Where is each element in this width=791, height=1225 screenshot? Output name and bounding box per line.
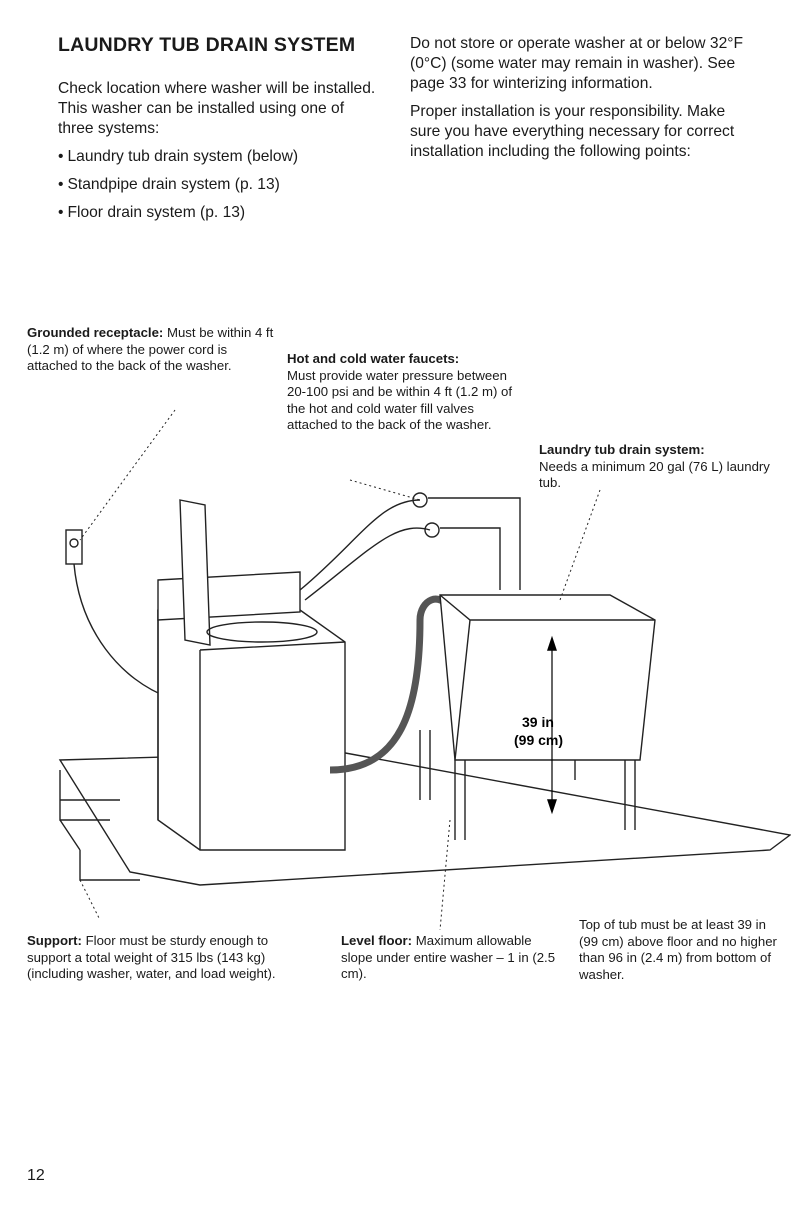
callout-label: Level floor:: [341, 933, 413, 948]
list-item: •Laundry tub drain system (below): [58, 147, 378, 167]
leader-support: [79, 879, 101, 921]
callout-text: Floor must be sturdy enough to support a…: [27, 933, 276, 981]
washer-lid: [179, 499, 211, 646]
washer-control-panel: [157, 571, 301, 621]
section-title: LAUNDRY TUB DRAIN SYSTEM: [58, 34, 356, 56]
bullet: •: [58, 204, 64, 221]
right-column: Do not store or operate washer at or bel…: [410, 34, 750, 170]
leader-faucets: [349, 479, 421, 501]
installation-responsibility: Proper installation is your responsibili…: [410, 103, 735, 160]
list-item: •Standpipe drain system (p. 13): [58, 175, 378, 195]
callout-laundry-tub-drain: Laundry tub drain system: Needs a minimu…: [539, 442, 779, 492]
washer-body: [157, 609, 346, 851]
hot-faucet-icon: [412, 492, 428, 508]
washer-edges: [157, 610, 346, 850]
callout-water-faucets: Hot and cold water faucets: Must provide…: [287, 351, 527, 434]
callout-text: Must be within 4 ft (1.2 m) of where the…: [27, 325, 274, 373]
bullet: •: [58, 148, 64, 165]
washer-tub-opening: [206, 621, 318, 643]
laundry-tub-legs: [419, 730, 636, 840]
callout-label: Laundry tub drain system:: [539, 442, 705, 457]
laundry-tub: [439, 594, 656, 761]
water-supply-pipes: [428, 497, 521, 590]
systems-list: •Laundry tub drain system (below) •Stand…: [58, 147, 378, 223]
outlet-icon: [69, 538, 79, 548]
page-number: 12: [27, 1167, 45, 1184]
callout-label: Support:: [27, 933, 82, 948]
dimension-label-in: 39 in: [522, 714, 554, 730]
callout-tub-top-height: Top of tub must be at least 39 in (99 cm…: [579, 917, 779, 983]
cold-faucet-icon: [424, 522, 440, 538]
dimension-label-cm: (99 cm): [514, 732, 563, 748]
power-cord: [73, 563, 171, 699]
washer-installation-illustration: 39 in (99 cm): [58, 409, 791, 931]
callout-text: Must provide water pressure between 20-1…: [287, 367, 513, 433]
list-item-text: Laundry tub drain system (below): [67, 148, 299, 165]
dimension-arrows: [547, 635, 557, 815]
leader-receptacle: [79, 409, 176, 541]
temperature-warning: Do not store or operate washer at or bel…: [410, 35, 744, 92]
callout-text: Needs a minimum 20 gal (76 L) laundry tu…: [539, 458, 770, 491]
floor-joists: [59, 770, 140, 881]
laundry-tub-edges: [439, 594, 655, 761]
list-item-text: Floor drain system (p. 13): [67, 204, 246, 221]
callout-label: Hot and cold water faucets:: [287, 351, 460, 366]
intro-paragraph: Check location where washer will be inst…: [58, 80, 376, 137]
callout-label: Grounded receptacle:: [27, 325, 164, 340]
callout-support: Support: Floor must be sturdy enough to …: [27, 933, 292, 983]
fill-hose-hot: [299, 499, 421, 591]
callout-level-floor: Level floor: Maximum allowable slope und…: [341, 933, 561, 983]
callout-text: Maximum allowable slope under entire was…: [341, 933, 556, 981]
callout-grounded-receptacle: Grounded receptacle: Must be within 4 ft…: [27, 325, 277, 375]
list-item: •Floor drain system (p. 13): [58, 203, 378, 223]
left-column: LAUNDRY TUB DRAIN SYSTEM Check location …: [58, 34, 378, 231]
bullet: •: [58, 176, 64, 193]
callout-text: Top of tub must be at least 39 in (99 cm…: [579, 917, 777, 982]
fill-hose-cold: [304, 527, 431, 601]
leader-tub-drain: [559, 489, 601, 601]
leader-level-floor: [439, 819, 451, 931]
drain-hose: [329, 595, 454, 774]
list-item-text: Standpipe drain system (p. 13): [67, 176, 280, 193]
